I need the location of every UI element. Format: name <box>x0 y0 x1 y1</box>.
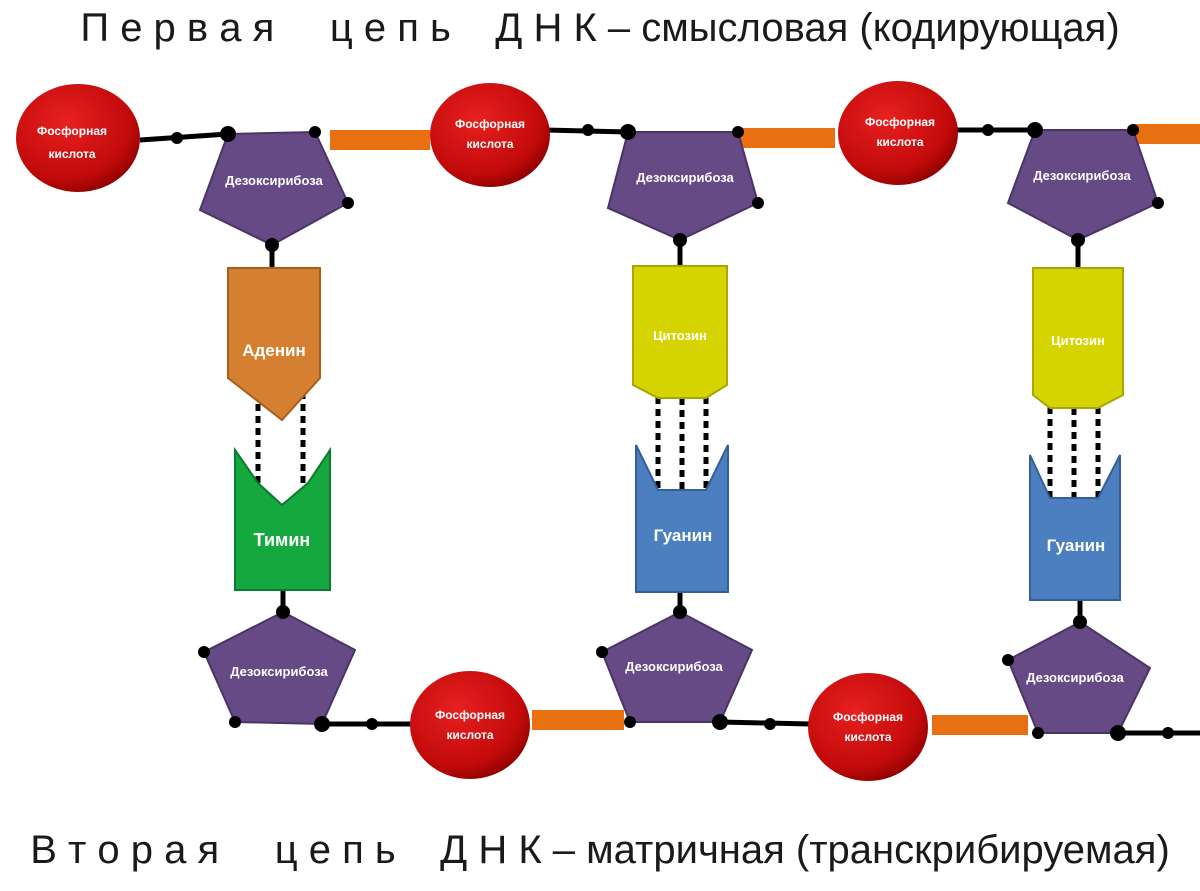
phosphate-label-line2: кислота <box>446 728 493 742</box>
phosphate-bottom-1: Фосфорная кислота <box>410 671 530 779</box>
phosphate-bottom-2: Фосфорная кислота <box>808 673 928 781</box>
cytosine-label: Цитозин <box>1051 333 1105 348</box>
phosphate-label-line2: кислота <box>876 135 923 149</box>
junction-dots <box>171 122 1174 741</box>
phosphate-label-line2: кислота <box>844 730 891 744</box>
phosphate-label-line1: Фосфорная <box>865 115 935 129</box>
sugar-label: Дезоксирибоза <box>1026 670 1124 685</box>
cytosine-label: Цитозин <box>653 328 707 343</box>
sugar-label: Дезоксирибоза <box>636 170 734 185</box>
phosphate-label-line1: Фосфорная <box>455 117 525 131</box>
phosphate-label-line2: кислота <box>466 137 513 151</box>
top-strand-title: П е р в а я ц е п ь Д Н К – смысловая (к… <box>80 6 1120 50</box>
guanine-label: Гуанин <box>1047 536 1106 555</box>
guanine-label: Гуанин <box>654 526 713 545</box>
bond-top-3 <box>1135 124 1200 144</box>
sugar-label: Дезоксирибоза <box>225 173 323 188</box>
sugar-top-2: Дезоксирибоза <box>606 131 760 242</box>
bottom-strand-title: В т о р а я ц е п ь Д Н К – матричная (т… <box>30 828 1170 872</box>
guanine-base-1: Гуанин <box>635 444 729 593</box>
sugar-top-1: Дезоксирибоза <box>198 130 350 247</box>
adenine-base: Аденин <box>227 267 321 422</box>
phosphate-top-3: Фосфорная кислота <box>838 81 958 185</box>
phosphodiester-bonds <box>330 124 1200 735</box>
sugar-bottom-3: Дезоксирибоза <box>1006 620 1152 734</box>
guanine-base-2: Гуанин <box>1029 454 1121 601</box>
cytosine-base-1: Цитозин <box>632 265 728 399</box>
bond-top-1 <box>330 130 430 150</box>
sugar-label: Дезоксирибоза <box>625 659 723 674</box>
phosphate-label-line2: кислота <box>48 147 95 161</box>
sugar-top-3: Дезоксирибоза <box>1006 129 1160 242</box>
sugar-label: Дезоксирибоза <box>1033 168 1131 183</box>
thymine-base: Тимин <box>234 446 331 591</box>
phosphate-top-2: Фосфорная кислота <box>430 83 550 187</box>
sugar-bottom-2: Дезоксирибоза <box>600 610 754 723</box>
sugar-label: Дезоксирибоза <box>230 664 328 679</box>
adenine-label: Аденин <box>242 341 306 360</box>
phosphate-label-line1: Фосфорная <box>435 708 505 722</box>
thymine-label: Тимин <box>254 530 311 550</box>
phosphate-top-1: Фосфорная кислота <box>16 84 140 192</box>
bond-bottom-2 <box>932 715 1028 735</box>
bond-top-2 <box>740 128 835 148</box>
phosphate-label-line1: Фосфорная <box>37 124 107 138</box>
hydrogen-bonds <box>255 385 1101 498</box>
phosphate-label-line1: Фосфорная <box>833 710 903 724</box>
sugar-bottom-1: Дезоксирибоза <box>202 610 357 726</box>
cytosine-base-2: Цитозин <box>1032 267 1124 409</box>
bond-bottom-1 <box>532 710 624 730</box>
